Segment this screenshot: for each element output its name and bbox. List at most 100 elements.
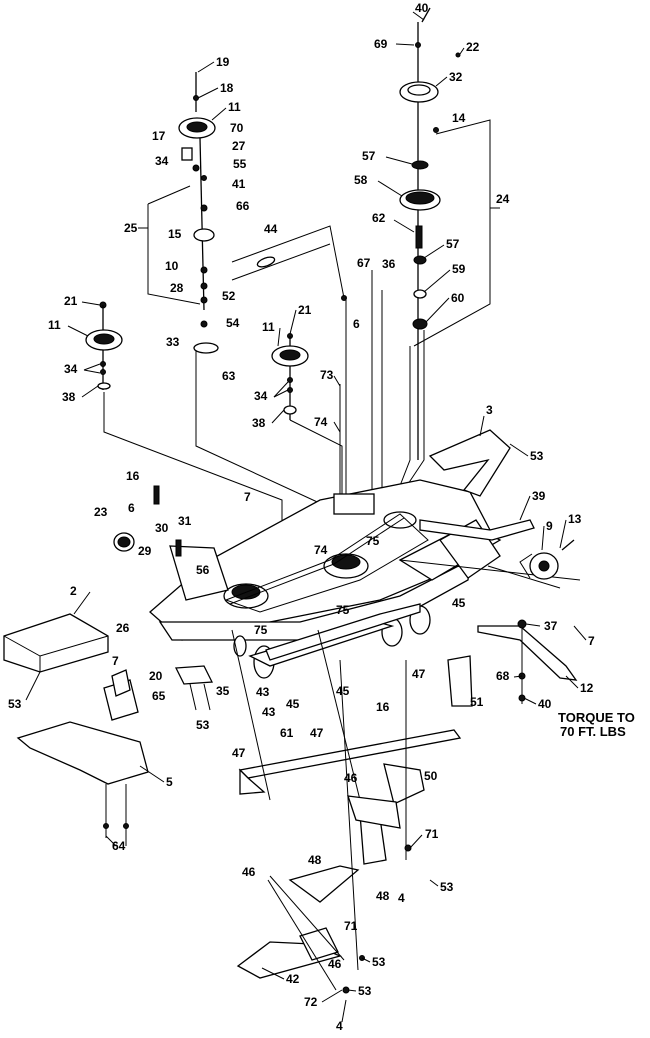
label-38-center: 38 — [252, 416, 266, 430]
label-53-lower-1: 53 — [372, 955, 386, 969]
label-57-upper: 57 — [362, 149, 376, 163]
label-22: 22 — [466, 40, 480, 54]
label-46-lower: 46 — [242, 865, 256, 879]
label-67: 67 — [357, 256, 371, 270]
below-deck-components — [231, 629, 462, 994]
label-40-top: 40 — [415, 1, 429, 15]
label-46-upper: 46 — [344, 771, 358, 785]
label-50: 50 — [424, 769, 438, 783]
label-46-bottom: 46 — [328, 957, 342, 971]
label-47-left: 47 — [232, 746, 246, 760]
label-75-middle: 75 — [336, 603, 350, 617]
label-37: 37 — [544, 619, 558, 633]
label-75-lower: 75 — [254, 623, 268, 637]
label-13: 13 — [568, 512, 582, 526]
left-side-components — [3, 485, 214, 838]
label-53-top-right: 53 — [530, 449, 544, 463]
label-20: 20 — [149, 669, 163, 683]
label-74-upper: 74 — [314, 415, 328, 429]
label-24: 24 — [496, 192, 510, 206]
label-27: 27 — [232, 139, 246, 153]
label-73: 73 — [320, 368, 334, 382]
label-69: 69 — [374, 37, 388, 51]
label-41: 41 — [232, 177, 246, 191]
label-26: 26 — [116, 621, 130, 635]
label-66: 66 — [236, 199, 250, 213]
label-58: 58 — [354, 173, 368, 187]
label-55: 55 — [233, 157, 247, 171]
label-2: 2 — [70, 584, 77, 598]
part-number-labels: 19 18 11 70 17 27 34 55 41 66 25 15 44 1… — [8, 1, 595, 1033]
right-side-components — [428, 429, 578, 707]
label-6-upper: 6 — [353, 317, 360, 331]
label-36: 36 — [382, 257, 396, 271]
label-leader-lines — [25, 11, 587, 1023]
label-45-right: 45 — [452, 596, 466, 610]
mower-deck-housing — [149, 479, 581, 679]
label-40-right: 40 — [538, 697, 552, 711]
label-65: 65 — [152, 689, 166, 703]
label-32: 32 — [449, 70, 463, 84]
label-53-right-lower: 53 — [440, 880, 454, 894]
label-34-center: 34 — [254, 389, 268, 403]
label-7-upper: 7 — [244, 490, 251, 504]
label-9: 9 — [546, 519, 553, 533]
label-44: 44 — [264, 222, 278, 236]
label-54: 54 — [226, 316, 240, 330]
label-53-left: 53 — [8, 697, 22, 711]
label-56: 56 — [196, 563, 210, 577]
label-28: 28 — [170, 281, 184, 295]
label-7-right: 7 — [588, 634, 595, 648]
label-14: 14 — [452, 111, 466, 125]
label-16-left: 16 — [126, 469, 140, 483]
label-4-bottom: 4 — [336, 1019, 343, 1033]
label-61: 61 — [280, 726, 294, 740]
label-57-lower: 57 — [446, 237, 460, 251]
label-64: 64 — [112, 839, 126, 853]
label-11-left: 11 — [48, 318, 61, 332]
label-70: 70 — [230, 121, 244, 135]
label-43-right: 43 — [262, 705, 276, 719]
label-18: 18 — [220, 81, 234, 95]
label-45-center: 45 — [336, 684, 350, 698]
label-21-center: 21 — [298, 303, 312, 317]
label-53-lower-2: 53 — [358, 984, 372, 998]
label-25: 25 — [124, 221, 138, 235]
label-10: 10 — [165, 259, 179, 273]
label-34-upper: 34 — [155, 154, 169, 168]
torque-note-line-2: 70 FT. LBS — [560, 724, 626, 739]
label-52: 52 — [222, 289, 236, 303]
label-31: 31 — [178, 514, 192, 528]
label-62: 62 — [372, 211, 386, 225]
label-29: 29 — [138, 544, 152, 558]
label-68: 68 — [496, 669, 510, 683]
label-30: 30 — [155, 521, 169, 535]
left-center-spindle-assembly — [138, 72, 219, 354]
center-spindle-pulley — [271, 333, 343, 520]
label-47-right: 47 — [412, 667, 426, 681]
label-11-left-center: 11 — [228, 100, 241, 114]
label-74-lower: 74 — [314, 543, 328, 557]
label-51: 51 — [470, 695, 484, 709]
label-19: 19 — [216, 55, 230, 69]
label-60: 60 — [451, 291, 465, 305]
label-17: 17 — [152, 129, 166, 143]
assembly-leader-lines — [195, 270, 425, 507]
torque-specification-note: TORQUE TO 70 FT. LBS — [558, 710, 635, 739]
label-8: 6 — [128, 501, 135, 515]
label-34-left: 34 — [64, 362, 78, 376]
label-42: 42 — [286, 972, 300, 986]
label-47-center: 47 — [310, 726, 324, 740]
label-15: 15 — [168, 227, 182, 241]
label-4-right: 4 — [398, 891, 405, 905]
label-39: 39 — [532, 489, 546, 503]
label-63: 63 — [222, 369, 236, 383]
label-59: 59 — [452, 262, 466, 276]
label-5: 5 — [166, 775, 173, 789]
label-71-lower: 71 — [344, 919, 358, 933]
label-75-upper: 75 — [366, 534, 380, 548]
label-7-left: 7 — [112, 654, 119, 668]
label-45-left: 45 — [286, 697, 300, 711]
label-71-upper: 71 — [425, 827, 439, 841]
torque-note-line-1: TORQUE TO — [558, 710, 635, 725]
